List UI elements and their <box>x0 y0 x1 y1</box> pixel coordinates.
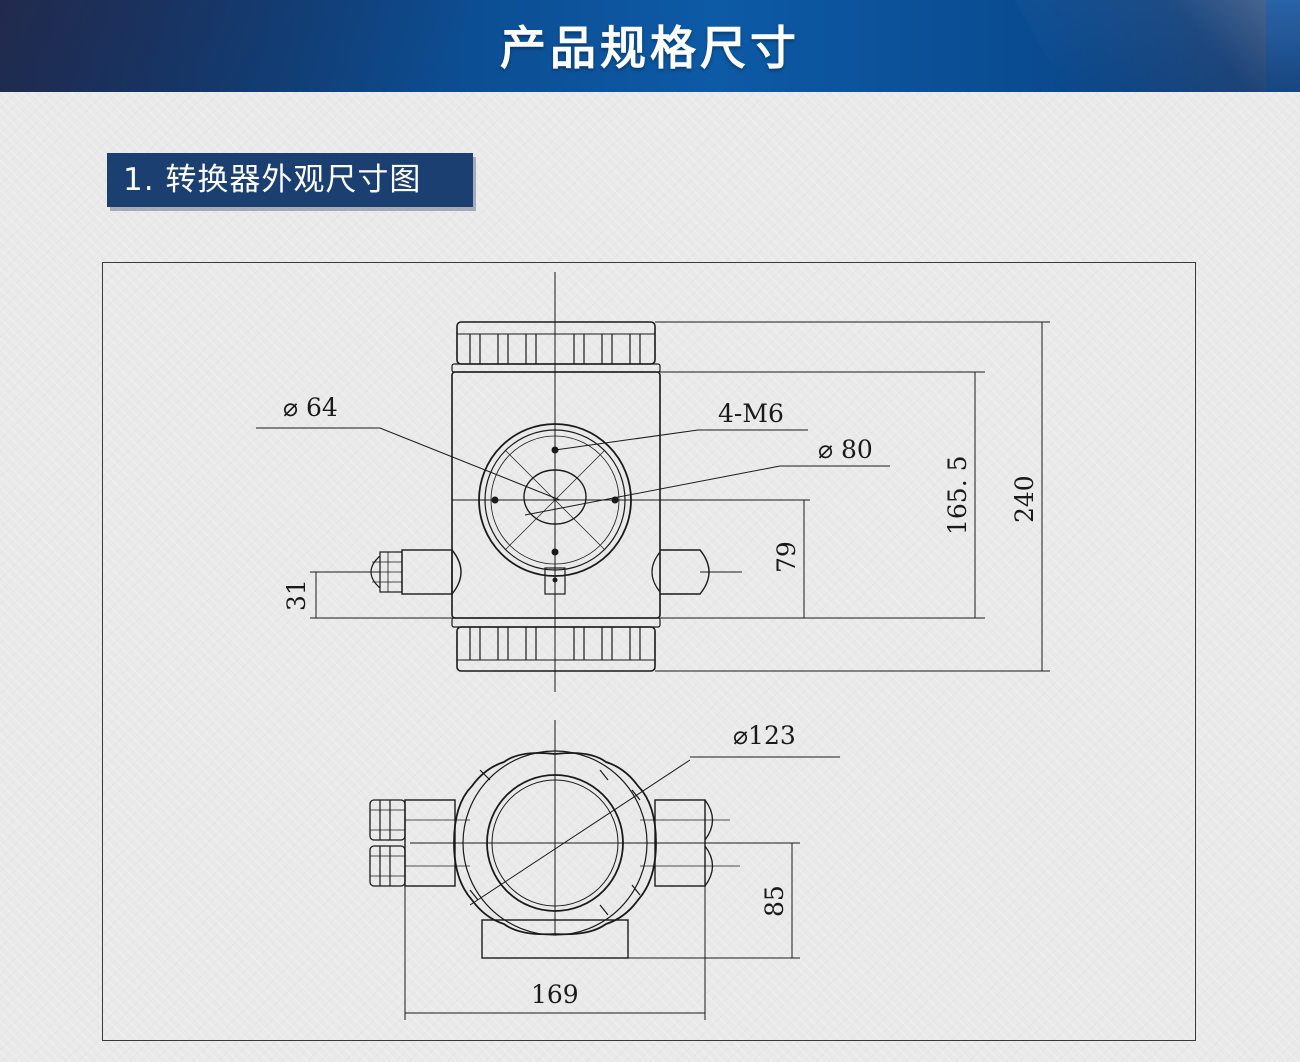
top-cap <box>451 321 661 373</box>
display-tab <box>544 567 566 595</box>
right-plug <box>651 549 742 595</box>
label-d123: ⌀123 <box>733 721 796 750</box>
top-view-right-plugs <box>640 799 740 887</box>
bottom-cap <box>451 617 661 672</box>
top-view-left-glands <box>369 799 470 887</box>
dim-240-lines <box>655 321 1050 672</box>
leader-lines <box>256 427 890 516</box>
label-d64: ⌀ 64 <box>283 393 338 422</box>
header-banner: 产品规格尺寸 <box>0 0 1300 92</box>
label-240: 240 <box>1010 475 1039 523</box>
label-d80: ⌀ 80 <box>818 435 873 464</box>
label-31: 31 <box>282 579 311 611</box>
dim-79-lines <box>660 500 985 619</box>
dim-85-lines <box>628 842 800 959</box>
label-4m6: 4-M6 <box>718 399 784 428</box>
label-165: 165. 5 <box>943 455 972 535</box>
left-cable-gland <box>368 549 462 595</box>
top-view-housing <box>404 750 840 959</box>
label-79: 79 <box>772 541 801 573</box>
dim-165-lines <box>660 371 985 618</box>
page-background <box>0 92 1300 1062</box>
label-85: 85 <box>760 885 789 917</box>
drawing-frame <box>102 262 1196 1041</box>
page-title: 产品规格尺寸 <box>500 21 800 75</box>
section-label: 1. 转换器外观尺寸图 <box>107 153 473 207</box>
dim-169-lines <box>404 886 706 1020</box>
label-169: 169 <box>531 980 579 1009</box>
dim-31-lines <box>310 571 452 619</box>
header-stripe <box>1266 0 1300 92</box>
